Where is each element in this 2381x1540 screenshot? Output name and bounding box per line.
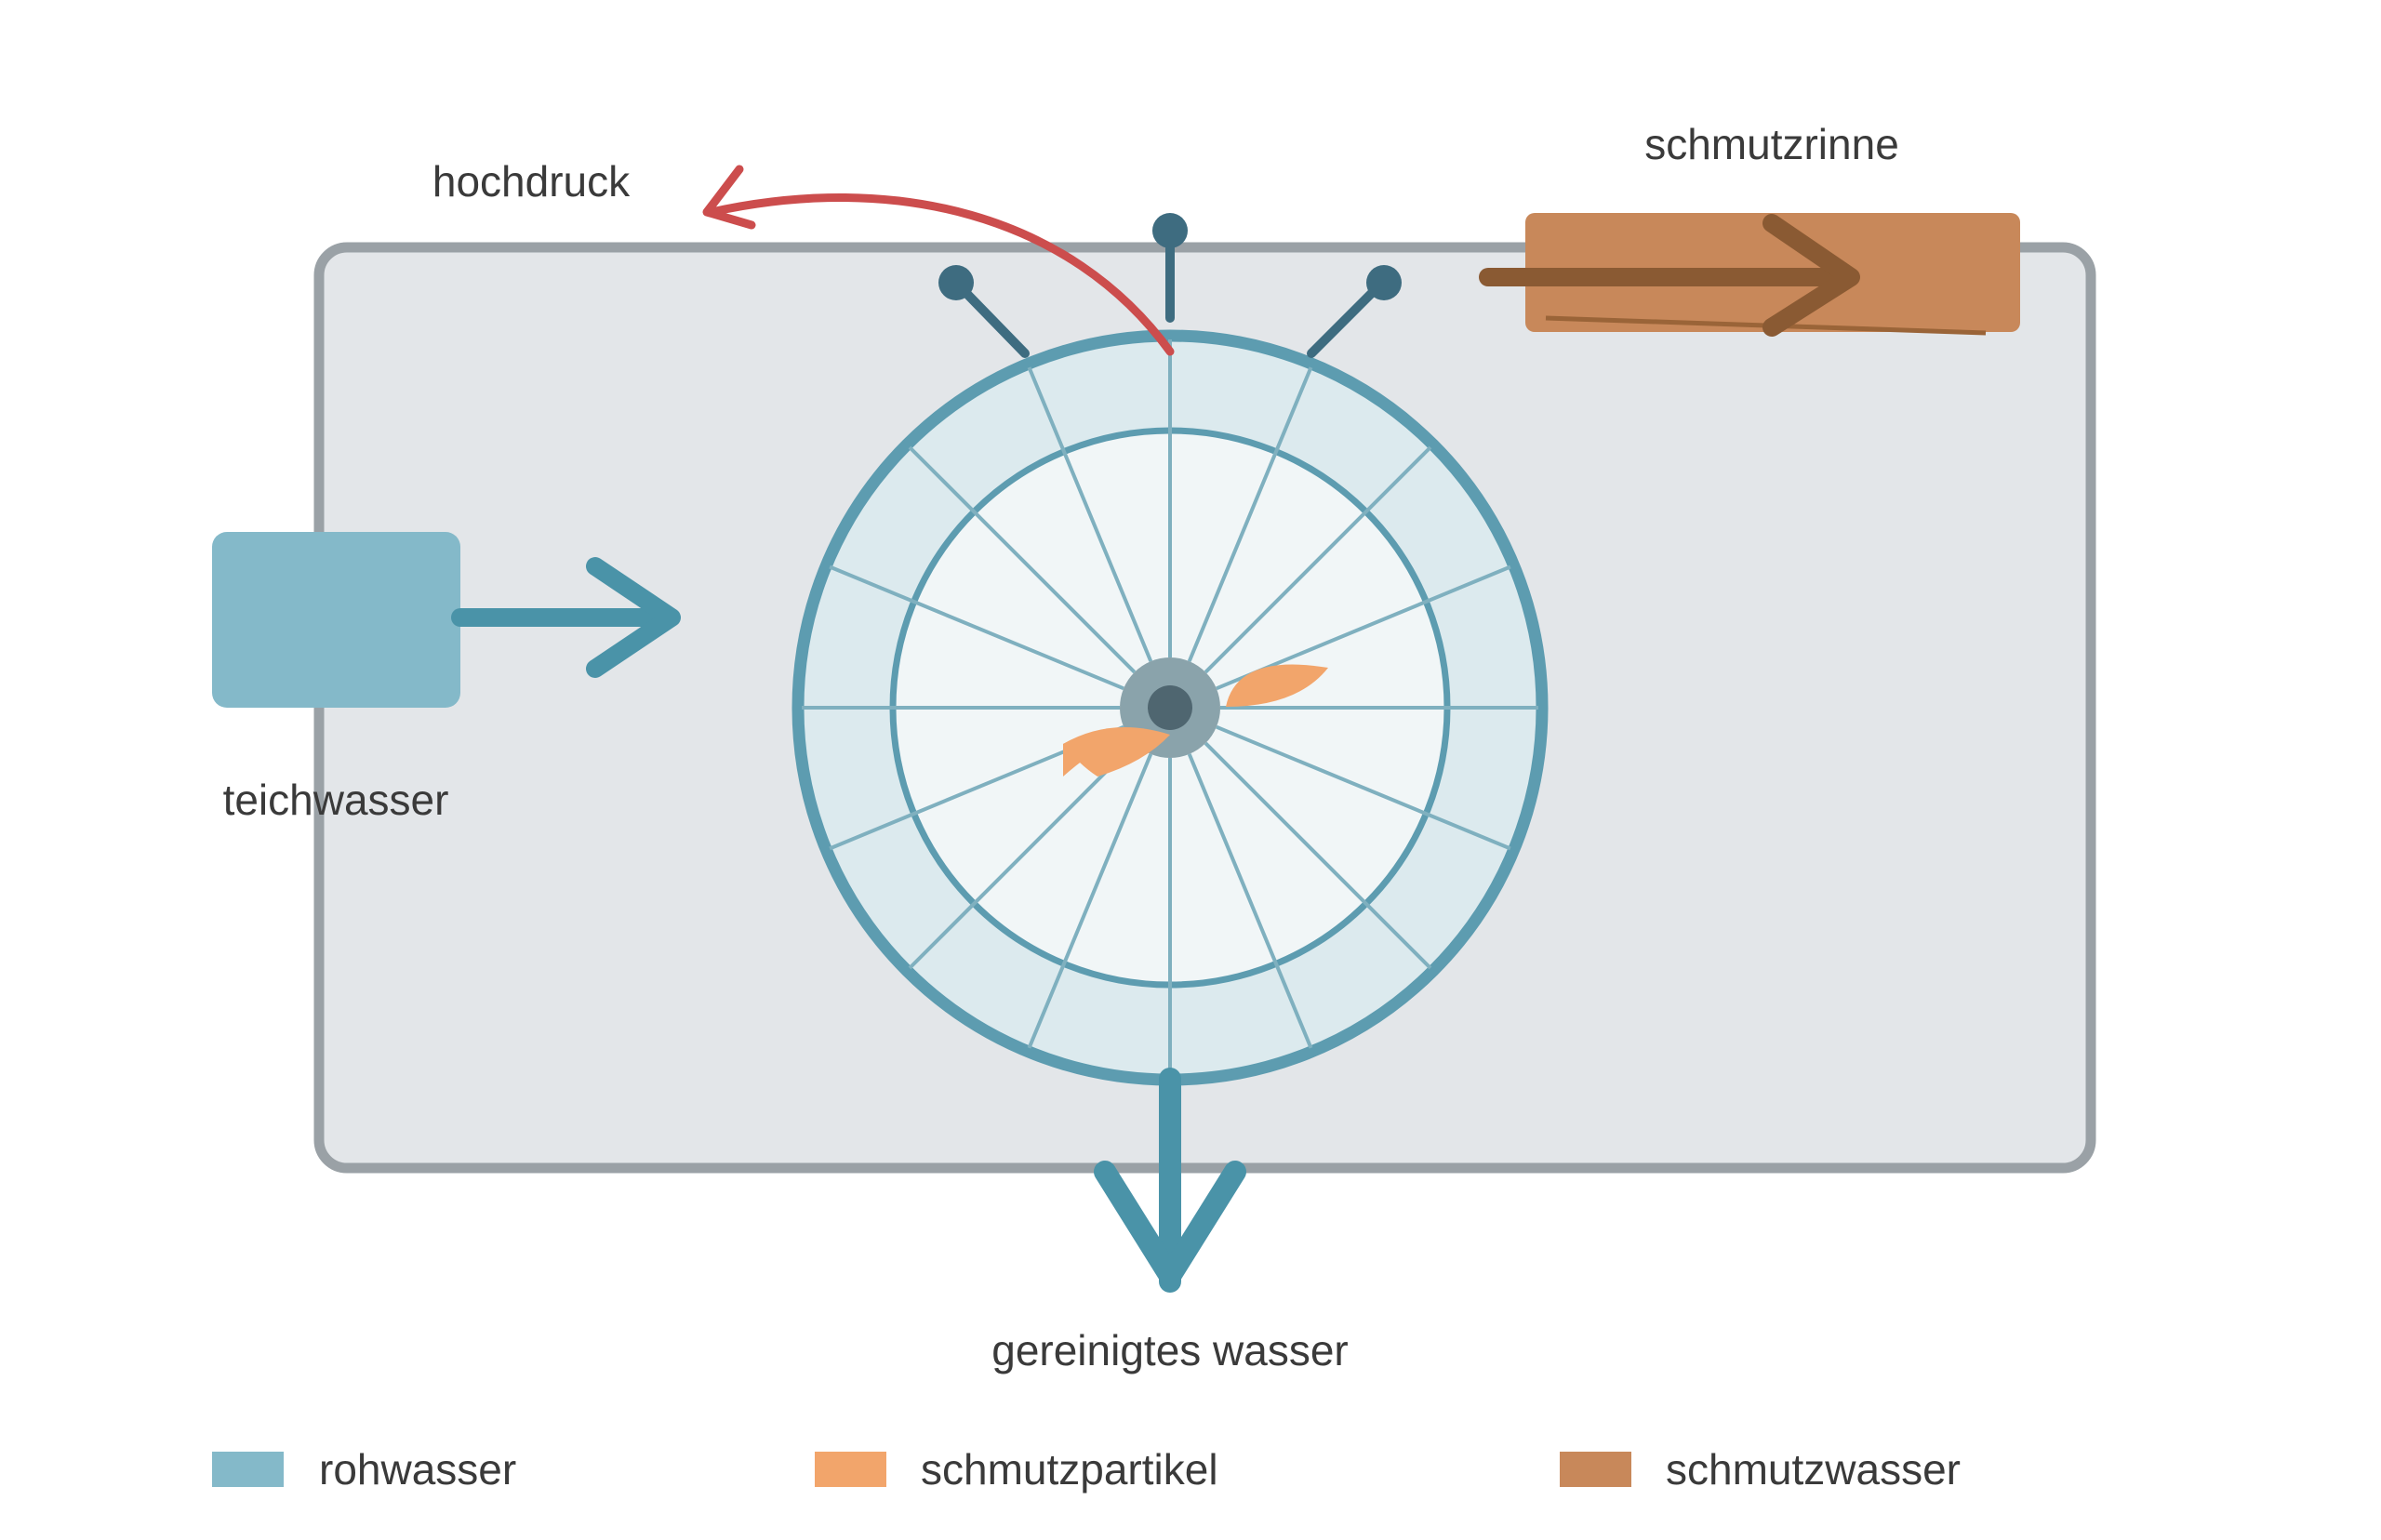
- drum-spoke: [1204, 741, 1432, 970]
- drum-spoke: [1187, 753, 1313, 1049]
- label-teichwasser: teichwasser: [223, 776, 449, 824]
- label-schmutzrinne: schmutzrinne: [1644, 120, 1899, 168]
- drum-spoke: [1204, 445, 1432, 674]
- drum-spoke: [829, 564, 1124, 691]
- drum-spoke: [1216, 724, 1511, 851]
- clean-water-outlet-arrow: [1094, 1068, 1246, 1293]
- drum-spoke: [908, 741, 1137, 970]
- drum-spoke: [1027, 366, 1153, 662]
- nozzle-pipe: [953, 280, 1030, 358]
- inlet-arrow: [451, 557, 681, 678]
- nozzle-head: [1366, 265, 1402, 300]
- drum-spoke: [1027, 753, 1153, 1049]
- label-gereinigtes-wasser: gereinigtes wasser: [991, 1326, 1349, 1374]
- high-pressure-arrow: [702, 165, 1175, 356]
- nozzle-head: [938, 265, 974, 300]
- legend-swatch-schmutzwasser: [1560, 1452, 1631, 1487]
- label-hochdruck: hochdruck: [432, 157, 631, 206]
- drum-hub-inner: [1148, 685, 1192, 730]
- legend-label-schmutzpartikel: schmutzpartikel: [921, 1445, 1218, 1494]
- nozzle-head: [1152, 213, 1188, 248]
- drum-spoke: [908, 445, 1137, 674]
- nozzle-pipe: [1307, 278, 1387, 358]
- drum-spoke: [1187, 366, 1313, 662]
- dirt-water-arrow: [1479, 214, 1860, 337]
- pond-water-inlet: [212, 532, 460, 708]
- legend-swatch-schmutzpartikel: [815, 1452, 886, 1487]
- legend: rohwasser schmutzpartikel schmutzwasser: [212, 1445, 1961, 1494]
- filter-drum: [791, 329, 1549, 1086]
- legend-label-rohwasser: rohwasser: [319, 1445, 516, 1494]
- legend-swatch-rohwasser: [212, 1452, 284, 1487]
- dirt-particle: [1226, 664, 1328, 707]
- dirt-particle: [1063, 727, 1170, 777]
- legend-label-schmutzwasser: schmutzwasser: [1666, 1445, 1961, 1494]
